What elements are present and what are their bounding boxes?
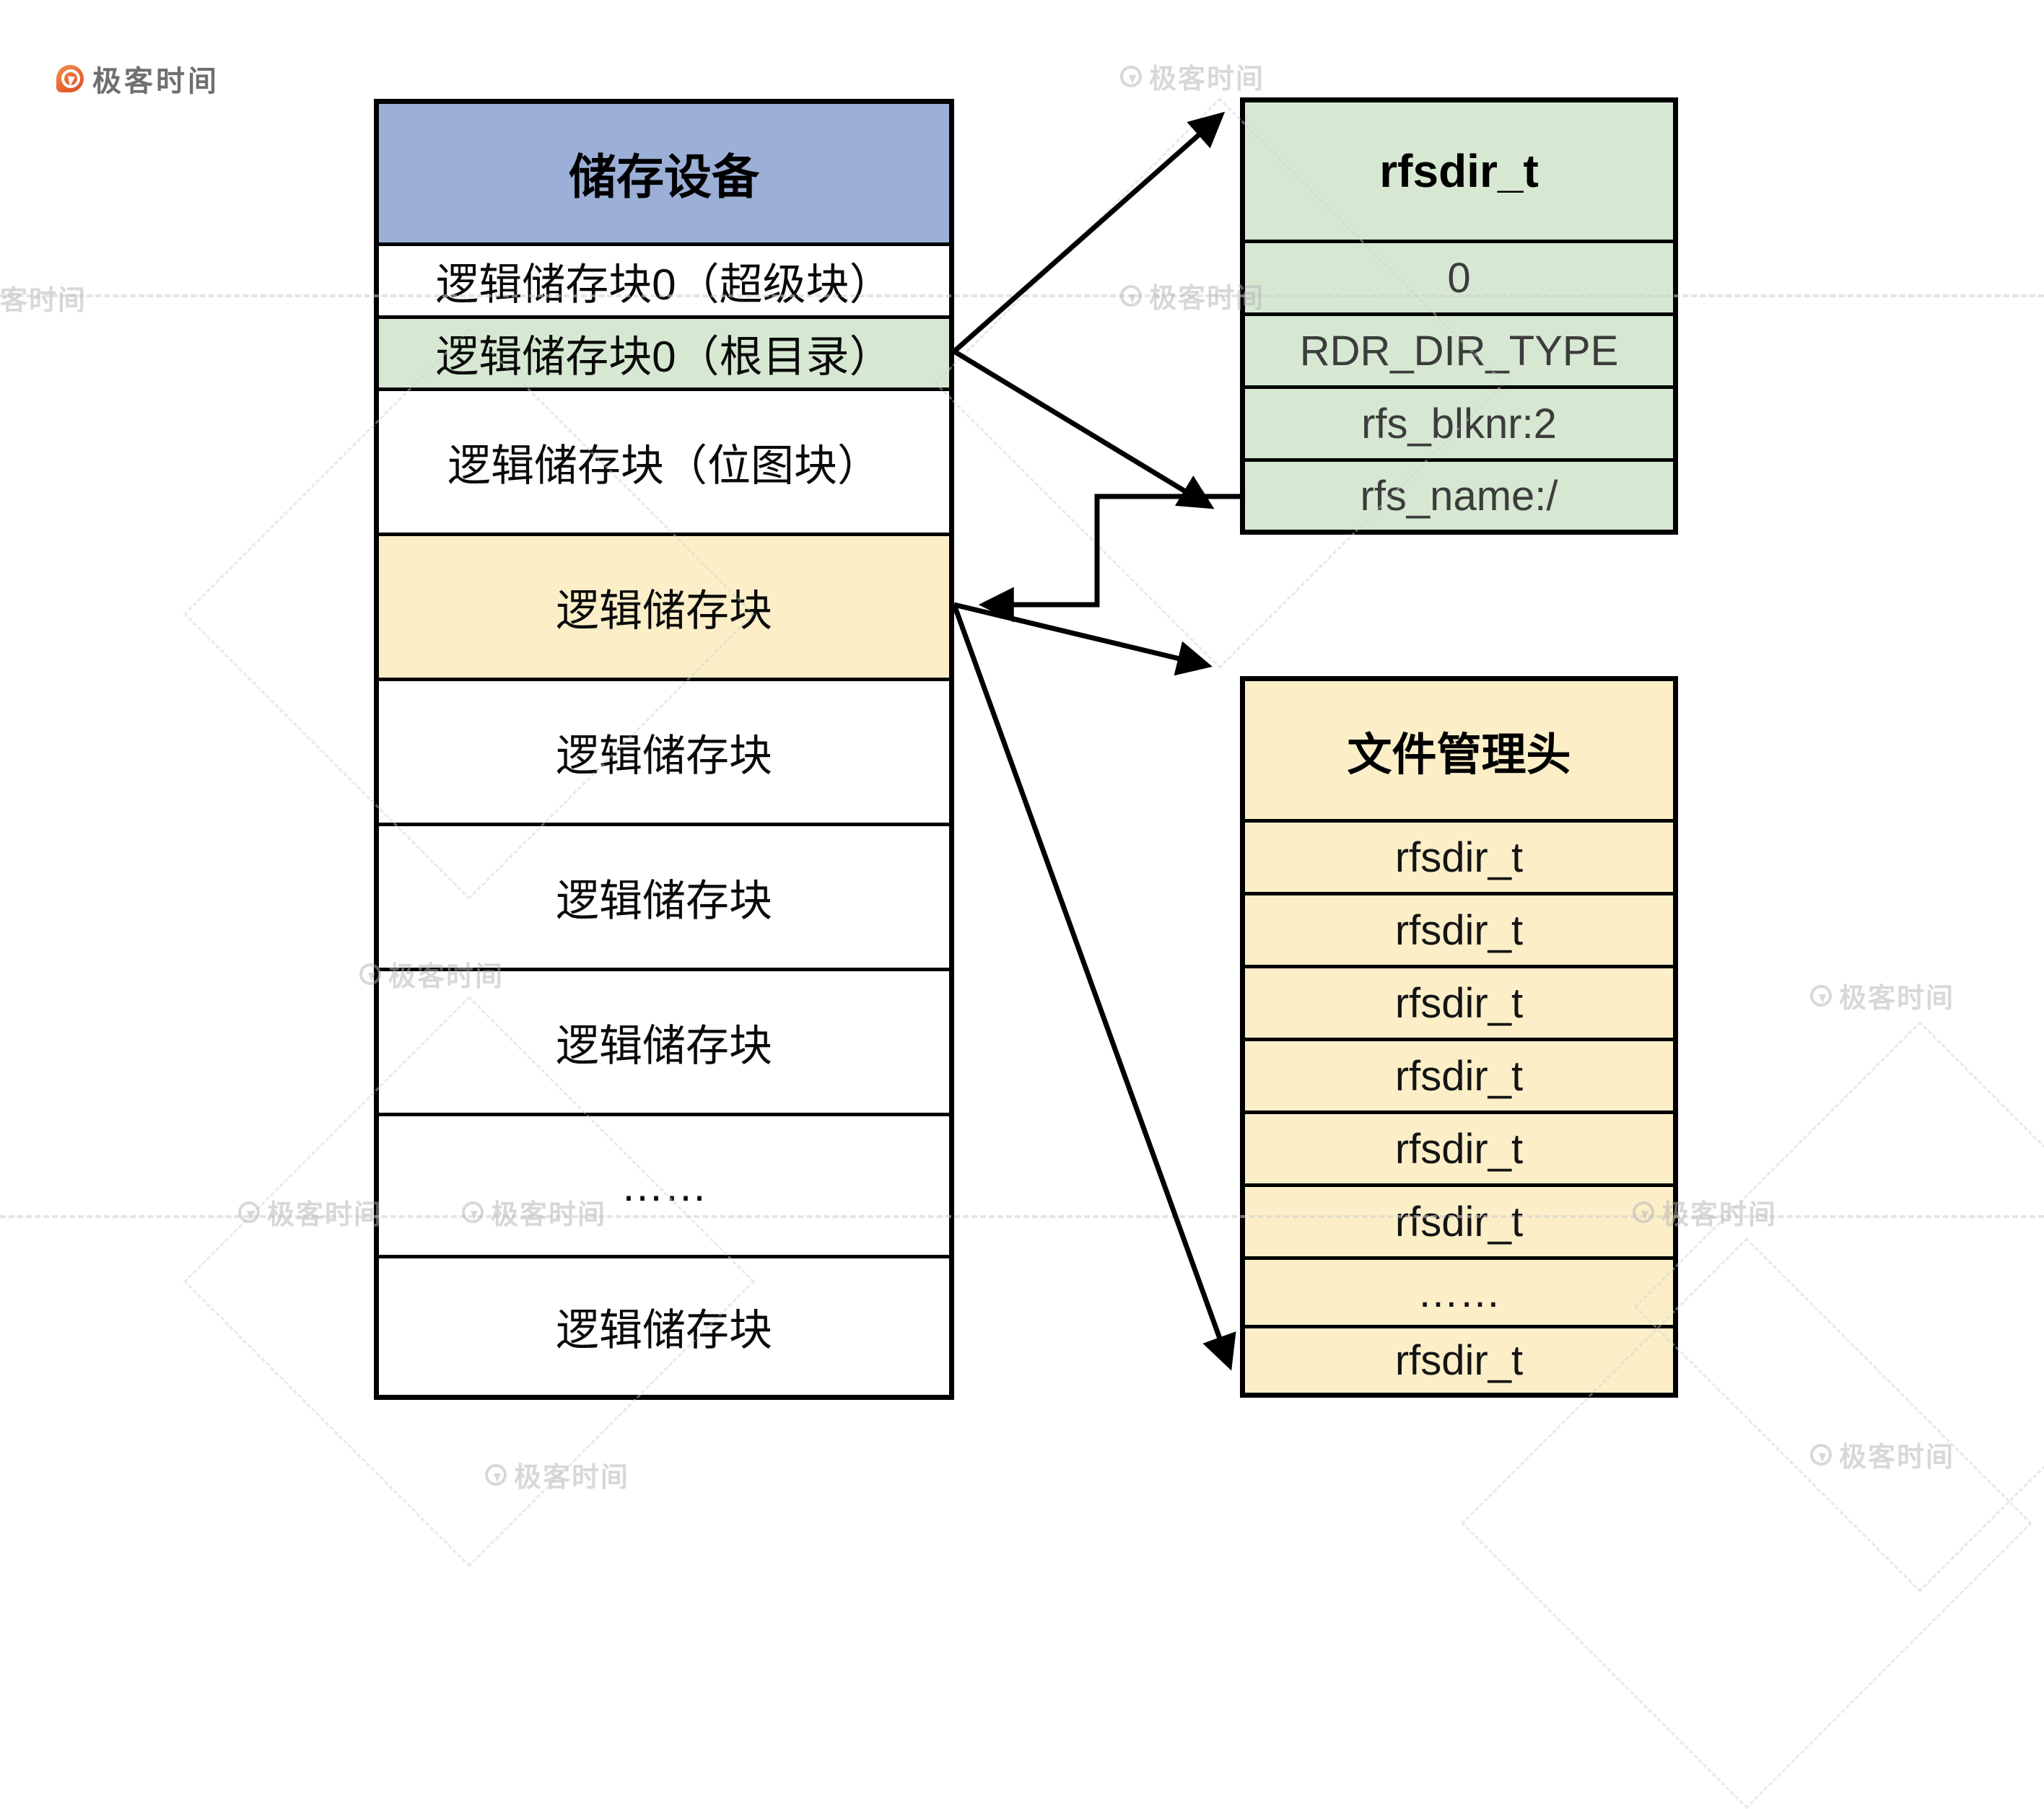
geektime-logo: 极客时间 xyxy=(56,58,219,100)
storage-row-block: 逻辑储存块 xyxy=(379,968,949,1113)
watermark-text: 极客时间 xyxy=(0,286,87,316)
watermark: 极客时间 xyxy=(485,1455,629,1494)
storage-row-ellipsis: …… xyxy=(379,1113,949,1255)
file-row-rfsdir: rfsdir_t xyxy=(1245,892,1673,965)
rfsdir-struct-title: rfsdir_t xyxy=(1245,102,1673,240)
storage-row-superblock: 逻辑储存块0（超级块） xyxy=(379,242,949,315)
watermark-logo-icon xyxy=(1810,1443,1832,1466)
storage-row-bitmap: 逻辑储存块（位图块） xyxy=(379,387,949,533)
file-header-table: 文件管理头 rfsdir_t rfsdir_t rfsdir_t rfsdir_… xyxy=(1240,676,1678,1398)
file-row-rfsdir: rfsdir_t xyxy=(1245,1111,1673,1183)
watermark: 极客时间 xyxy=(1810,976,1955,1015)
watermark: 极客时间 xyxy=(238,1192,383,1232)
storage-device-title: 储存设备 xyxy=(379,104,949,242)
watermark-logo-icon xyxy=(485,1463,507,1486)
watermark-logo-icon xyxy=(1810,984,1832,1007)
geektime-logo-icon xyxy=(56,65,84,92)
storage-row-rootdir: 逻辑储存块0（根目录） xyxy=(379,315,949,387)
rfsdir-row-type: RDR_DIR_TYPE xyxy=(1245,312,1673,385)
storage-row-block-highlight: 逻辑储存块 xyxy=(379,533,949,678)
rfsdir-row-blknr: rfs_blknr:2 xyxy=(1245,385,1673,458)
watermark: 极客时间 xyxy=(1120,56,1265,96)
file-row-rfsdir: rfsdir_t xyxy=(1245,965,1673,1038)
arrow-block-to-fileheader-bottom xyxy=(951,603,1236,1371)
arrow-rootdir-to-rfsdir-bottom xyxy=(953,349,1215,509)
watermark-logo-icon xyxy=(1120,284,1142,307)
arrow-block-to-fileheader-top xyxy=(953,602,1213,676)
watermark: 极客时间 xyxy=(0,278,87,317)
watermark-text: 极客时间 xyxy=(1839,984,1955,1014)
rfsdir-row-blocknum: 0 xyxy=(1245,240,1673,312)
file-row-rfsdir: rfsdir_t xyxy=(1245,1038,1673,1111)
file-header-title: 文件管理头 xyxy=(1245,681,1673,819)
file-row-rfsdir: rfsdir_t xyxy=(1245,1183,1673,1256)
watermark-dashed-line xyxy=(0,1215,2044,1218)
watermark-text: 极客时间 xyxy=(1839,1442,1955,1473)
watermark-logo-icon xyxy=(1120,65,1142,87)
rfsdir-row-name: rfs_name:/ xyxy=(1245,458,1673,530)
watermark-text: 极客时间 xyxy=(514,1463,630,1493)
storage-device-table: 储存设备 逻辑储存块0（超级块） 逻辑储存块0（根目录） 逻辑储存块（位图块） … xyxy=(374,99,954,1400)
rfsdir-struct-table: rfsdir_t 0 RDR_DIR_TYPE rfs_blknr:2 rfs_… xyxy=(1240,97,1678,535)
arrow-overlay xyxy=(951,111,1240,1371)
diagram-canvas: { "logo": { "text": "极客时间" }, "watermark… xyxy=(0,0,2044,1501)
storage-row-block: 逻辑储存块 xyxy=(379,823,949,968)
watermark-text: 极客时间 xyxy=(1661,1200,1778,1230)
file-row-rfsdir: rfsdir_t xyxy=(1245,819,1673,892)
file-row-rfsdir: rfsdir_t xyxy=(1245,1325,1673,1393)
storage-row-block: 逻辑储存块 xyxy=(379,678,949,823)
watermark-text: 极客时间 xyxy=(267,1200,383,1230)
arrow-blknr-to-storage-block xyxy=(978,494,1240,623)
watermark-diamond xyxy=(1634,1021,2044,1593)
watermark-logo-icon xyxy=(238,1201,260,1223)
geektime-logo-text: 极客时间 xyxy=(92,66,219,97)
arrow-rootdir-to-rfsdir-top xyxy=(952,111,1226,354)
watermark-text: 极客时间 xyxy=(1149,64,1265,95)
storage-row-block: 逻辑储存块 xyxy=(379,1255,949,1395)
file-row-ellipsis: …… xyxy=(1245,1256,1673,1325)
watermark-dashed-line xyxy=(0,294,2044,297)
watermark-layer: 极客时间 极客时间 极客时间 极客时间 极客时间 极客时间 极客时间 极客时间 … xyxy=(0,56,2044,1809)
watermark: 极客时间 xyxy=(1810,1435,1955,1474)
